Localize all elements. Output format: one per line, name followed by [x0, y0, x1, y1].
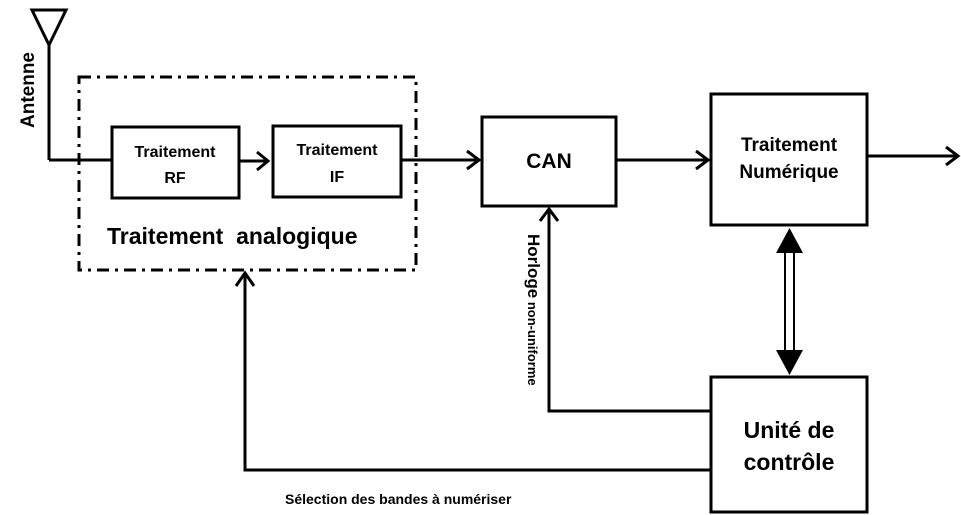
- clock-label-sub: non-uniforme: [525, 298, 540, 385]
- band-selection-line: [243, 273, 711, 472]
- can-block: [480, 115, 618, 208]
- clock-label: Horloge non-uniforme: [524, 234, 543, 386]
- digital-block-line1: Traitement: [741, 135, 838, 156]
- control-block-line1: Unité de: [744, 417, 835, 443]
- if-to-can-arrowhead: [466, 149, 482, 171]
- can-to-digital-arrowhead: [695, 149, 711, 171]
- digital-control-bidirectional-arrow: [776, 228, 803, 375]
- control-block-line2: contrôle: [744, 449, 835, 475]
- antenna-icon: [29, 8, 69, 160]
- analog-processing-group: [77, 75, 418, 272]
- band-selection-label: Sélection des bandes à numériser: [285, 491, 512, 507]
- clock-arrowhead: [538, 206, 560, 222]
- if-block-line2: IF: [330, 169, 344, 186]
- rf-block-line2: RF: [164, 170, 186, 187]
- analog-processing-title: Traitement analogique: [107, 223, 358, 249]
- digital-block-line2: Numérique: [739, 162, 838, 183]
- band-selection-arrowhead: [234, 270, 256, 287]
- clock-label-main: Horloge: [524, 234, 543, 298]
- output-arrowhead: [945, 145, 961, 167]
- rf-to-if-arrowhead: [256, 150, 271, 172]
- antenna-label: Antenne: [18, 52, 39, 128]
- if-block-line1: Traitement: [297, 142, 379, 159]
- rf-processing-block: [110, 125, 241, 200]
- clock-line: [547, 210, 711, 413]
- control-unit-block: [709, 375, 869, 514]
- if-processing-block: [271, 124, 403, 199]
- rf-block-line1: Traitement: [135, 144, 217, 161]
- can-block-label: CAN: [526, 150, 572, 173]
- digital-processing-block: [709, 92, 869, 227]
